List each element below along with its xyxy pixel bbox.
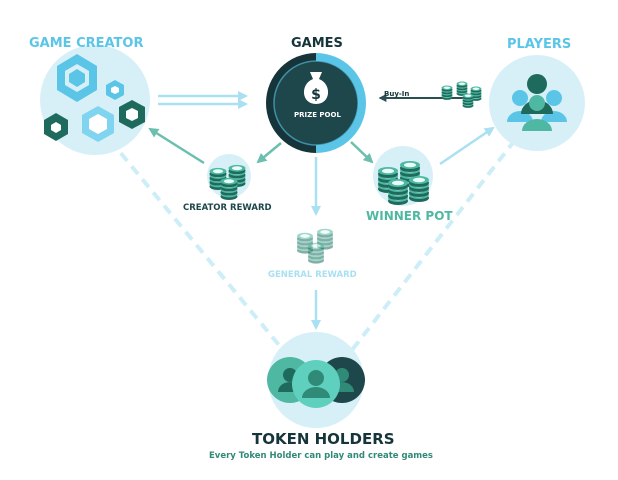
- prize-pool-node: $: [266, 53, 366, 153]
- money-bag-icon: $: [303, 72, 329, 104]
- dashed-connector-right: [350, 138, 517, 352]
- players-label: PLAYERS: [507, 37, 572, 52]
- general-reward-coin-stack-icon: [297, 229, 333, 264]
- creator-reward-coin-stack-icon: [207, 154, 251, 200]
- arrow-winner-pot-to-players: [439, 126, 495, 166]
- general-reward-label: GENERAL REWARD: [268, 270, 357, 280]
- svg-text:$: $: [311, 87, 321, 103]
- token-holders-label: TOKEN HOLDERS: [252, 430, 395, 448]
- game-creator-label: GAME CREATOR: [29, 36, 144, 51]
- game-creator-node: [40, 45, 150, 155]
- token-holders-node: [267, 332, 365, 428]
- prize-pool-label: PRIZE POOL: [294, 111, 341, 119]
- arrow-creator-reward-to-creator: [148, 127, 205, 165]
- user-group-icon: [267, 357, 365, 408]
- token-holders-caption: Every Token Holder can play and create g…: [209, 451, 433, 461]
- arrow-creator-to-games: [158, 91, 248, 109]
- hexagon-cluster-icon: [44, 54, 145, 142]
- winner-pot-coin-stack-icon: [373, 146, 433, 206]
- creator-reward-label: CREATOR REWARD: [183, 203, 272, 213]
- players-node: [489, 55, 585, 151]
- buy-in-label: Buy-In: [384, 90, 410, 98]
- arrow-games-to-creator-reward: [256, 142, 282, 164]
- dashed-connector-left: [108, 138, 285, 352]
- games-label: GAMES: [291, 36, 343, 51]
- winner-pot-label: WINNER POT: [366, 209, 453, 223]
- arrow-games-to-winner-pot: [350, 141, 374, 164]
- user-group-icon: [507, 74, 567, 131]
- buy-in-coins-icon: [442, 82, 482, 108]
